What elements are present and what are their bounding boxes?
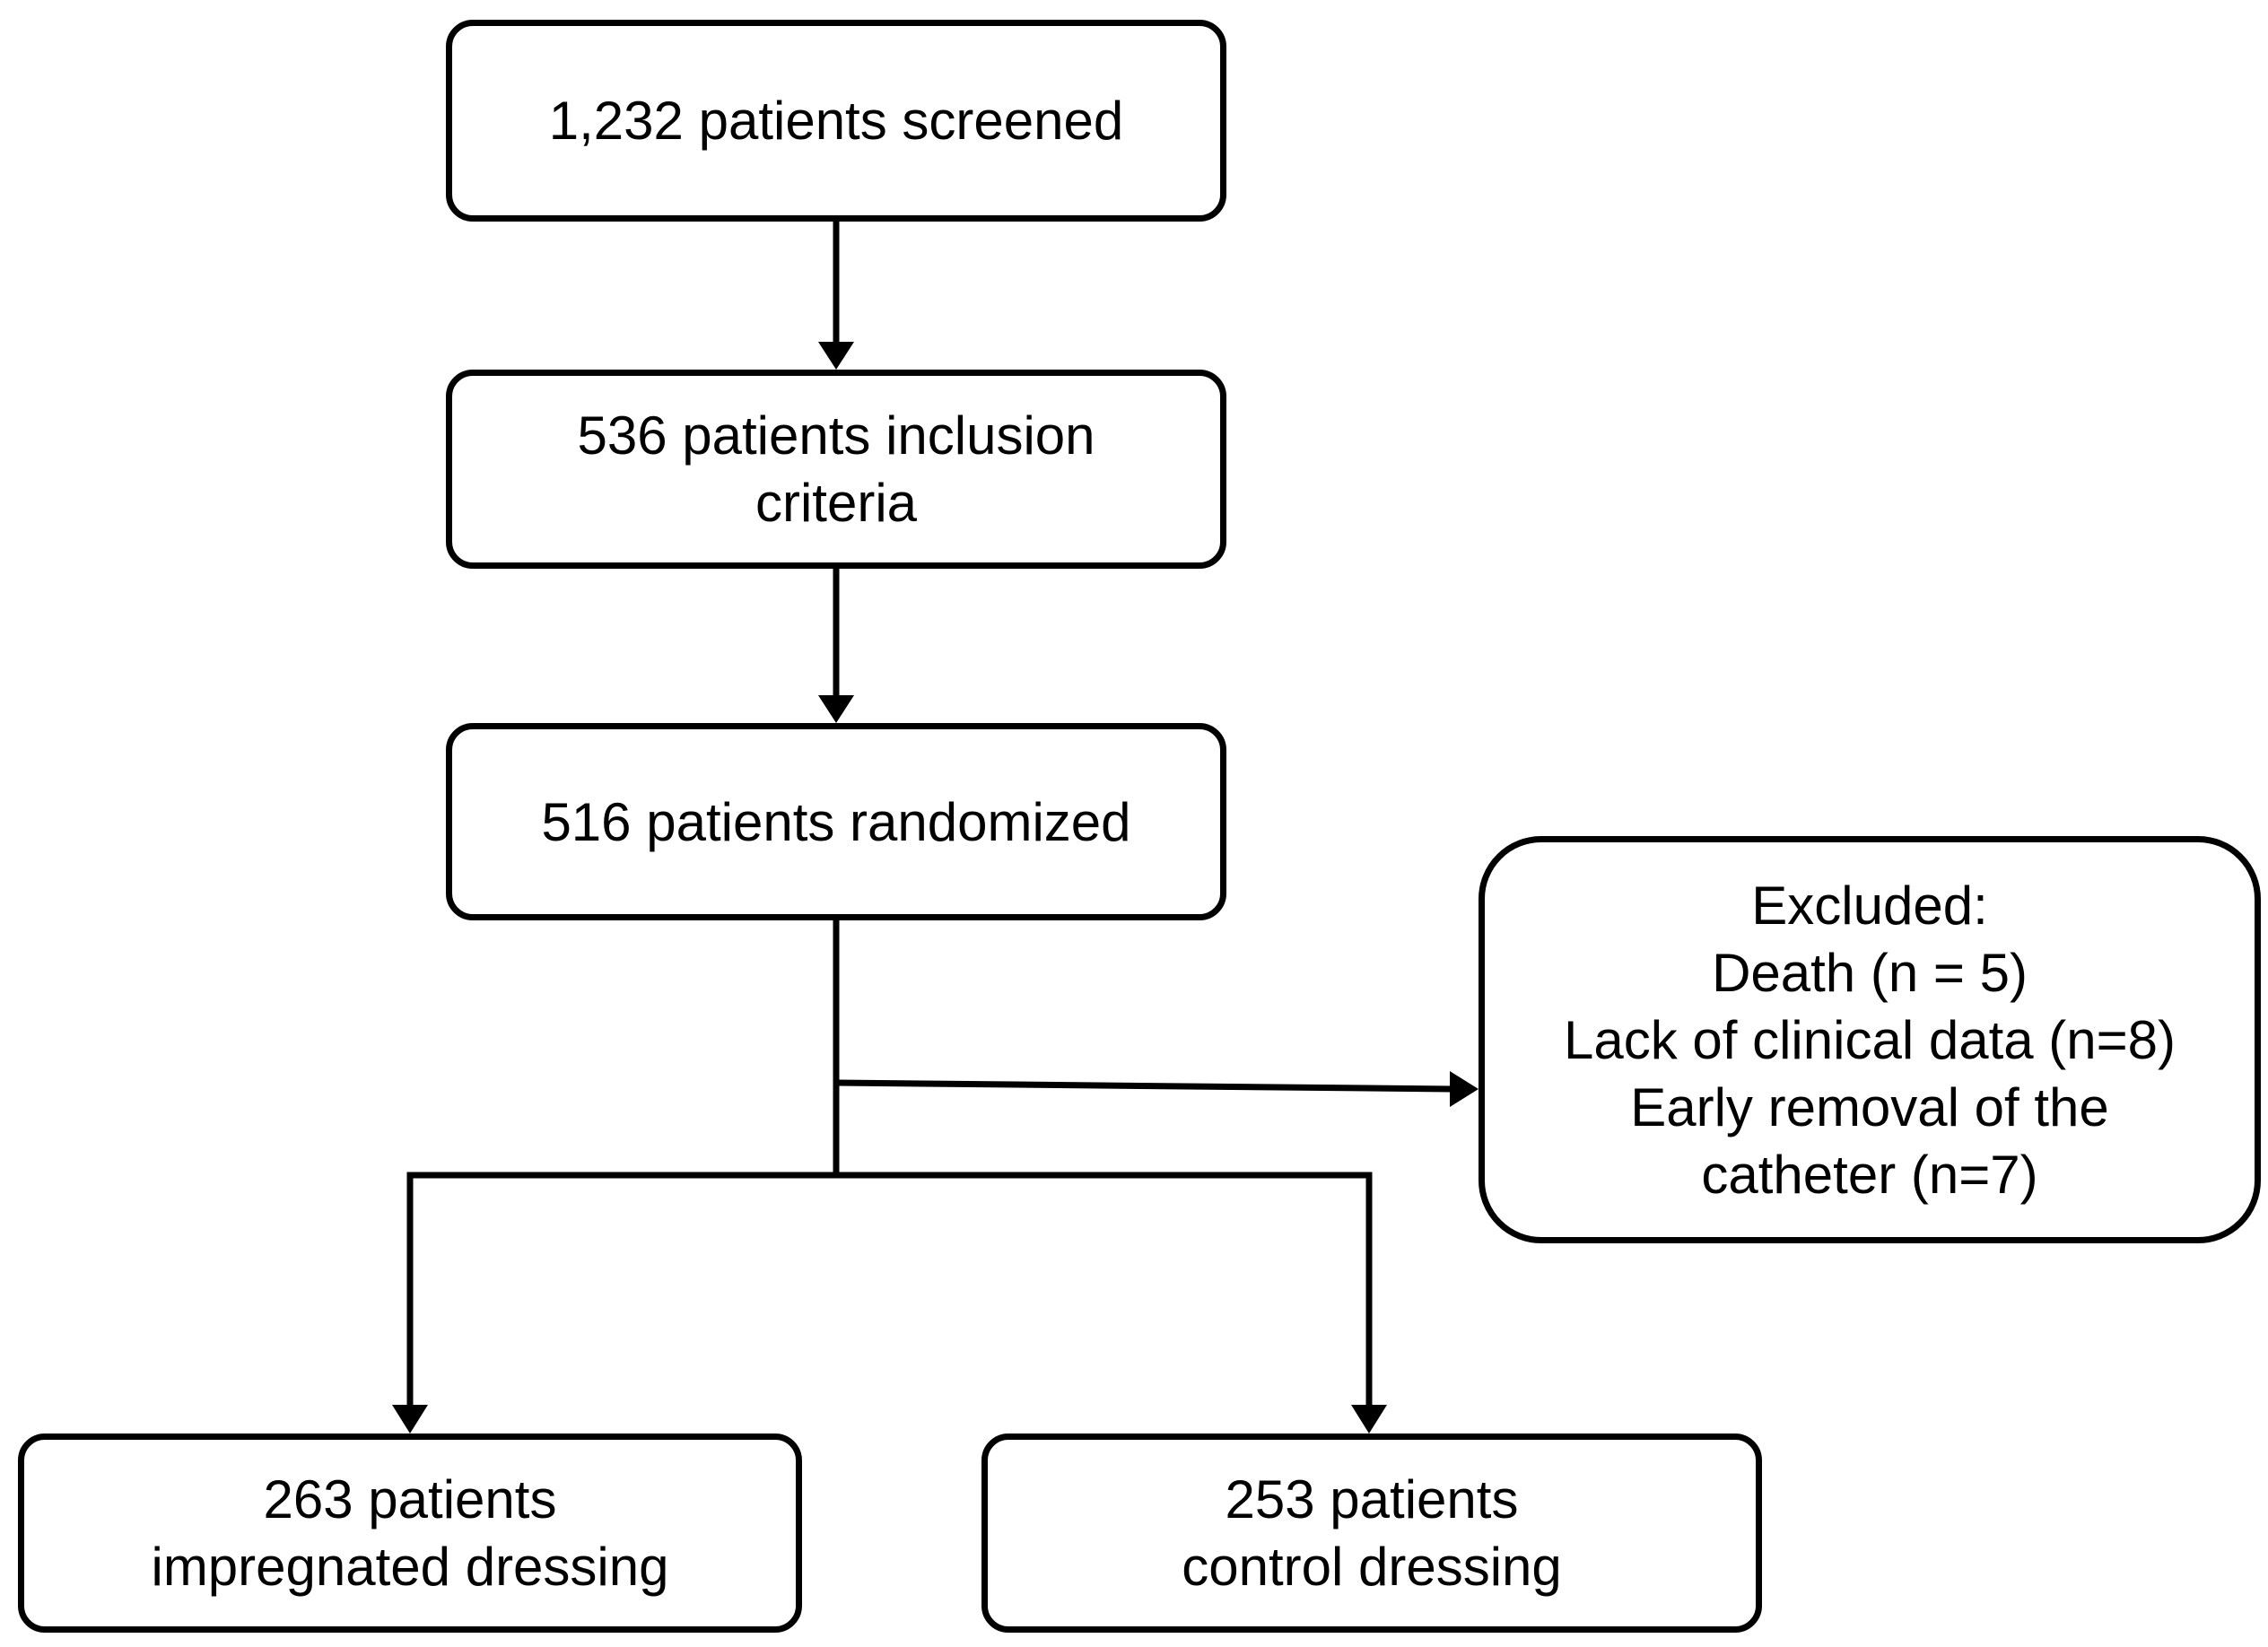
node-impregnated-line: 263 patients — [263, 1469, 557, 1529]
node-screened-line: 1,232 patients screened — [548, 91, 1124, 151]
node-excluded-line: Death (n = 5) — [1712, 942, 2028, 1003]
node-impregnated-line: impregnated dressing — [151, 1537, 669, 1597]
arrowhead-randomized — [818, 695, 854, 723]
node-control-line: 253 patients — [1225, 1469, 1519, 1529]
node-screened: 1,232 patients screened — [446, 20, 1226, 222]
node-control-dressing: 253 patients control dressing — [981, 1434, 1762, 1633]
arrowhead-excluded — [1450, 1071, 1479, 1107]
arrowhead-impregnated — [392, 1405, 428, 1434]
node-excluded-line: catheter (n=7) — [1701, 1144, 2038, 1205]
arrow-randomized-to-excluded — [835, 1079, 1452, 1093]
node-randomized: 516 patients randomized — [446, 723, 1226, 920]
node-control-line: control dressing — [1182, 1537, 1562, 1597]
node-excluded-line: Early removal of the — [1630, 1076, 2109, 1137]
node-excluded-line: Lack of clinical data (n=8) — [1563, 1009, 2176, 1070]
node-excluded-line: Excluded: — [1751, 875, 1988, 936]
split-line — [406, 1172, 1373, 1407]
node-inclusion-line: criteria — [755, 473, 918, 533]
node-excluded: Excluded: Death (n = 5) Lack of clinical… — [1479, 836, 2261, 1243]
node-randomized-line: 516 patients randomized — [541, 791, 1131, 852]
arrowhead-control — [1351, 1405, 1387, 1434]
node-inclusion-criteria: 536 patients inclusion criteria — [446, 370, 1226, 569]
node-impregnated-dressing: 263 patients impregnated dressing — [18, 1434, 802, 1633]
arrowhead-inclusion — [818, 342, 854, 370]
node-inclusion-line: 536 patients inclusion — [577, 405, 1095, 466]
